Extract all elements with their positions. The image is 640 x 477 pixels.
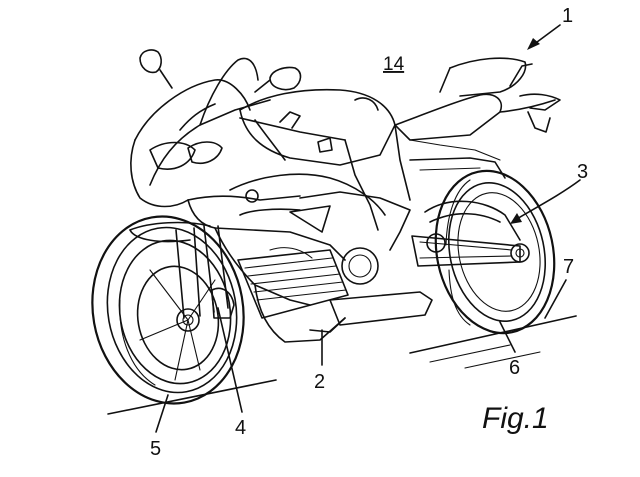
rear-wheel — [434, 169, 556, 335]
ref-label-3: 3 — [577, 161, 588, 183]
ref-label-5: 5 — [150, 438, 161, 460]
handlebars-mirrors — [139, 49, 379, 231]
ref-label-1: 1 — [562, 5, 573, 27]
ref-label-6: 6 — [509, 357, 520, 379]
ref-label-7: 7 — [563, 256, 574, 278]
ref-label-2: 2 — [314, 371, 325, 393]
swingarm — [411, 200, 521, 267]
fairing — [130, 79, 411, 343]
ref-label-4: 4 — [235, 417, 246, 439]
ground-lines — [107, 315, 577, 415]
ref-label-14: 14 — [383, 54, 405, 75]
front-fork — [129, 221, 235, 319]
tank-seat — [199, 57, 561, 201]
leader-lines — [155, 24, 581, 433]
figure-caption: Fig.1 — [482, 402, 549, 435]
front-wheel — [91, 215, 245, 405]
